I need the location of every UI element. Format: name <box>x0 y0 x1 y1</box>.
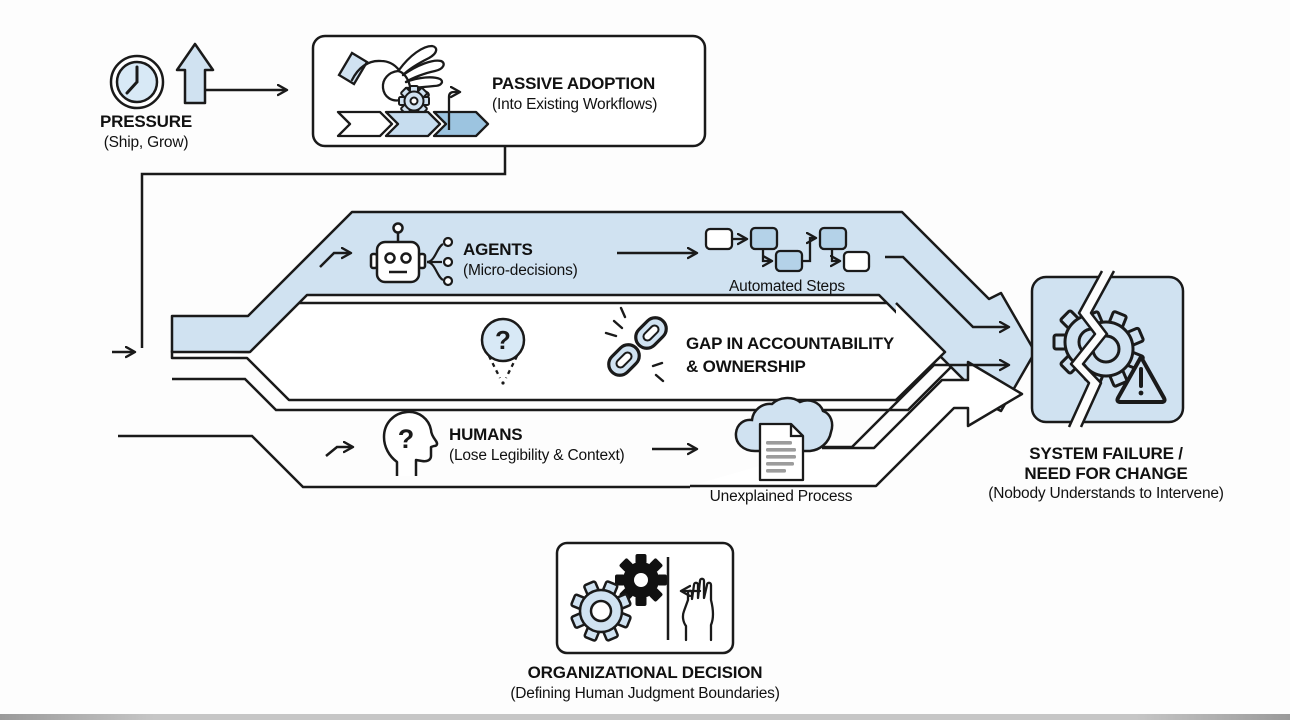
gap-band <box>170 301 947 402</box>
broken-chain-icon <box>604 306 668 383</box>
bottom-edge-bar <box>0 714 1290 720</box>
organizational-decision-title: ORGANIZATIONAL DECISION <box>527 663 763 682</box>
pipeline-icon <box>336 92 490 138</box>
automated-to-failure-arrow <box>885 255 1008 327</box>
agents-subtitle: (Micro-decisions) <box>463 262 578 279</box>
unexplained-process-label: Unexplained Process <box>709 488 853 505</box>
gap-title-line1: GAP IN ACCOUNTABILITY <box>686 334 894 353</box>
pressure-title: PRESSURE <box>100 112 192 131</box>
head-question-icon: ? <box>382 410 439 476</box>
humans-title: HUMANS <box>449 425 523 444</box>
automated-steps-icon <box>704 226 871 273</box>
humans-band <box>118 365 953 489</box>
agents-entry-arrow <box>319 253 350 268</box>
humans-entry-arrow <box>325 447 352 457</box>
dropped-gear-icon <box>398 85 430 117</box>
warning-triangle-icon <box>1115 355 1167 404</box>
agents-title: AGENTS <box>463 240 533 259</box>
system-failure-box <box>1030 270 1185 428</box>
gap-title-line2: & OWNERSHIP <box>686 357 806 376</box>
passive-adoption-subtitle: (Into Existing Workflows) <box>492 96 658 113</box>
broken-gear-icon <box>1052 270 1145 428</box>
unexplained-to-failure-arrow <box>822 365 1008 449</box>
pin-question-glyph: ? <box>495 325 511 355</box>
adoption-to-junction-connector <box>140 146 507 348</box>
clock-icon <box>109 54 165 110</box>
pressure-subtitle: (Ship, Grow) <box>103 134 189 151</box>
cloud-document-icon <box>734 396 834 482</box>
humans-subtitle: (Lose Legibility & Context) <box>449 447 625 464</box>
organizational-decision-box <box>555 541 735 655</box>
up-arrow-icon <box>175 42 215 105</box>
gap-band-tip <box>895 302 947 401</box>
automated-steps-label: Automated Steps <box>729 278 845 295</box>
robot-icon <box>369 222 427 284</box>
system-failure-line3: (Nobody Understands to Intervene) <box>988 485 1224 502</box>
hand-stop-icon <box>682 577 715 642</box>
location-pin-icon: ? <box>480 317 526 385</box>
head-question-glyph: ? <box>398 424 415 454</box>
humans-outlined-arrow <box>690 360 1024 488</box>
gears-icon <box>570 554 667 642</box>
passive-adoption-title: PASSIVE ADOPTION <box>492 74 656 93</box>
system-failure-line1: SYSTEM FAILURE / <box>1029 444 1183 463</box>
crack-gap <box>1069 271 1114 427</box>
organizational-decision-subtitle: (Defining Human Judgment Boundaries) <box>510 685 780 702</box>
system-failure-line2: NEED FOR CHANGE <box>1024 464 1188 483</box>
branch-icon <box>426 236 454 287</box>
